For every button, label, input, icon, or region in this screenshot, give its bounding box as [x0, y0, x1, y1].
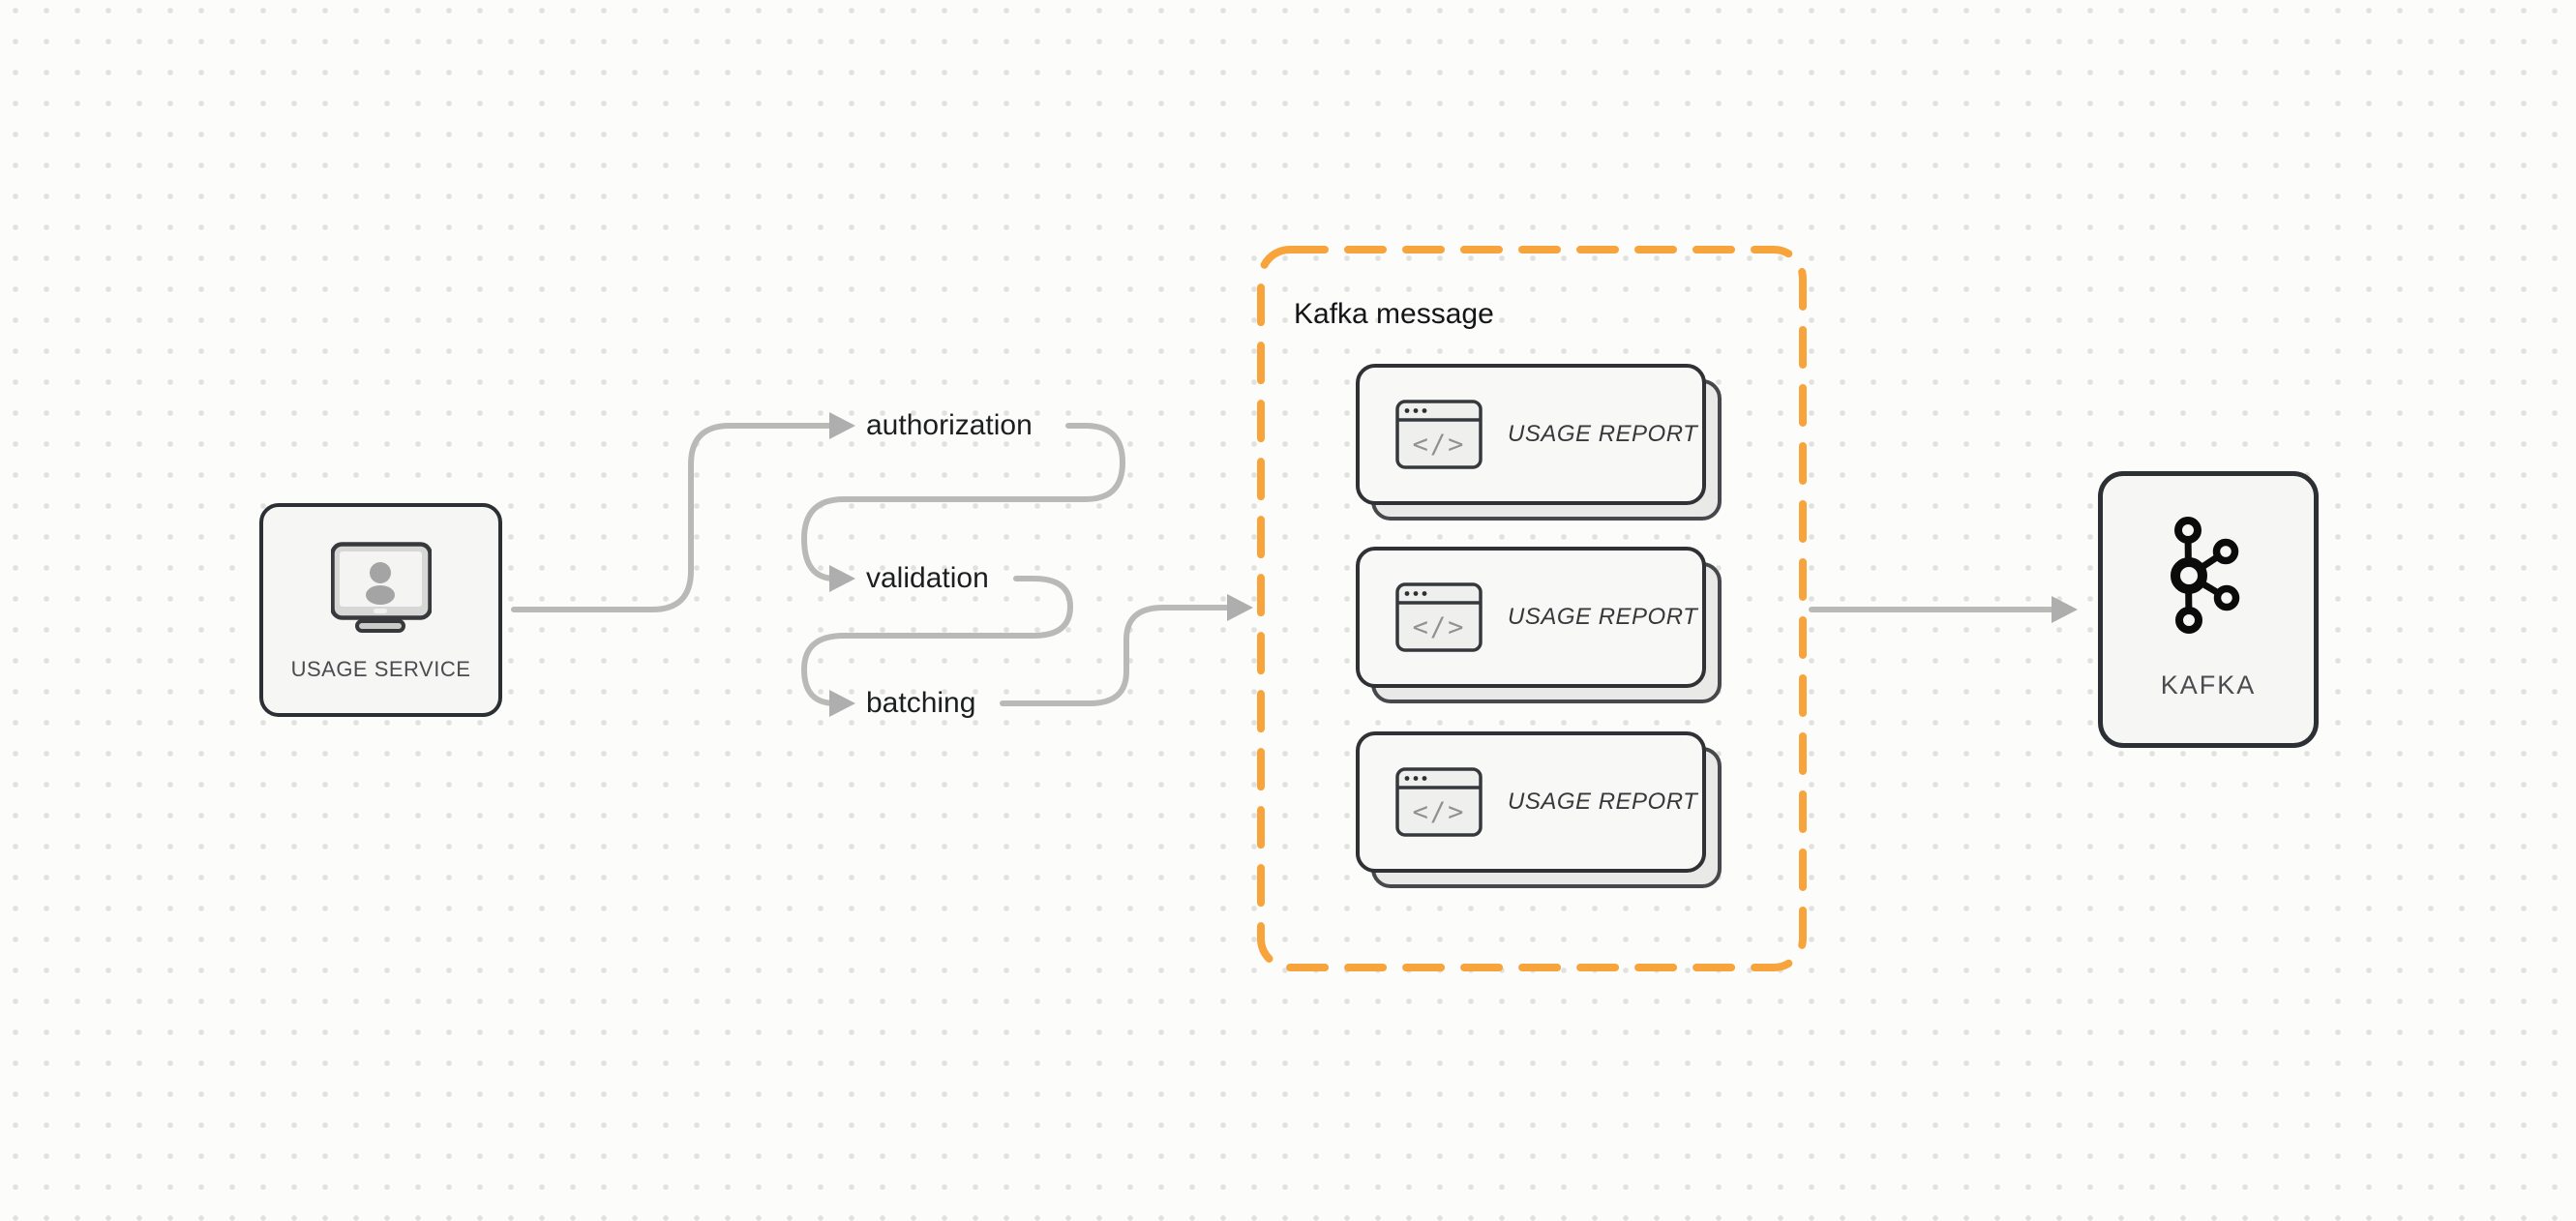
- step-label-authorization: authorization: [866, 409, 1033, 441]
- kafka-node: KAFKA: [2098, 471, 2319, 748]
- svg-text:</>: </>: [1413, 797, 1466, 827]
- code-window-icon: </>: [1395, 582, 1483, 652]
- code-window-icon: </>: [1395, 767, 1483, 837]
- usage-service-node: USAGE SERVICE: [259, 503, 502, 717]
- kafka-message-group-title: Kafka message: [1294, 298, 1494, 330]
- connector-batching-to-group: [1000, 605, 1231, 706]
- kafka-message-group-outline: [1257, 246, 1807, 971]
- arrowhead-icon: [829, 565, 855, 592]
- connector-usage-to-authorization: [511, 423, 832, 612]
- usage-report-card: </> USAGE REPORT: [1356, 731, 1722, 888]
- usage-report-label: USAGE REPORT: [1508, 789, 1698, 815]
- usage-report-label: USAGE REPORT: [1508, 604, 1698, 630]
- svg-text:</>: </>: [1413, 612, 1466, 642]
- connector-validation-to-batching: [801, 576, 1073, 706]
- arrowhead-icon: [829, 412, 855, 439]
- monitor-user-icon: [330, 542, 432, 633]
- step-label-validation: validation: [866, 562, 989, 594]
- kafka-logo-icon: [2171, 517, 2240, 634]
- svg-text:</>: </>: [1413, 430, 1466, 460]
- code-window-icon: </>: [1395, 400, 1483, 469]
- arrowhead-icon: [829, 690, 855, 717]
- usage-service-label: USAGE SERVICE: [290, 657, 471, 681]
- arrowhead-icon: [2052, 596, 2078, 623]
- usage-report-label: USAGE REPORT: [1508, 421, 1698, 447]
- connector-authorization-to-validation: [801, 423, 1125, 581]
- usage-report-card: </> USAGE REPORT: [1356, 547, 1722, 703]
- arrowhead-icon: [1227, 594, 1253, 621]
- kafka-label: KAFKA: [2160, 670, 2257, 700]
- usage-report-card: </> USAGE REPORT: [1356, 364, 1722, 521]
- step-label-batching: batching: [866, 687, 976, 719]
